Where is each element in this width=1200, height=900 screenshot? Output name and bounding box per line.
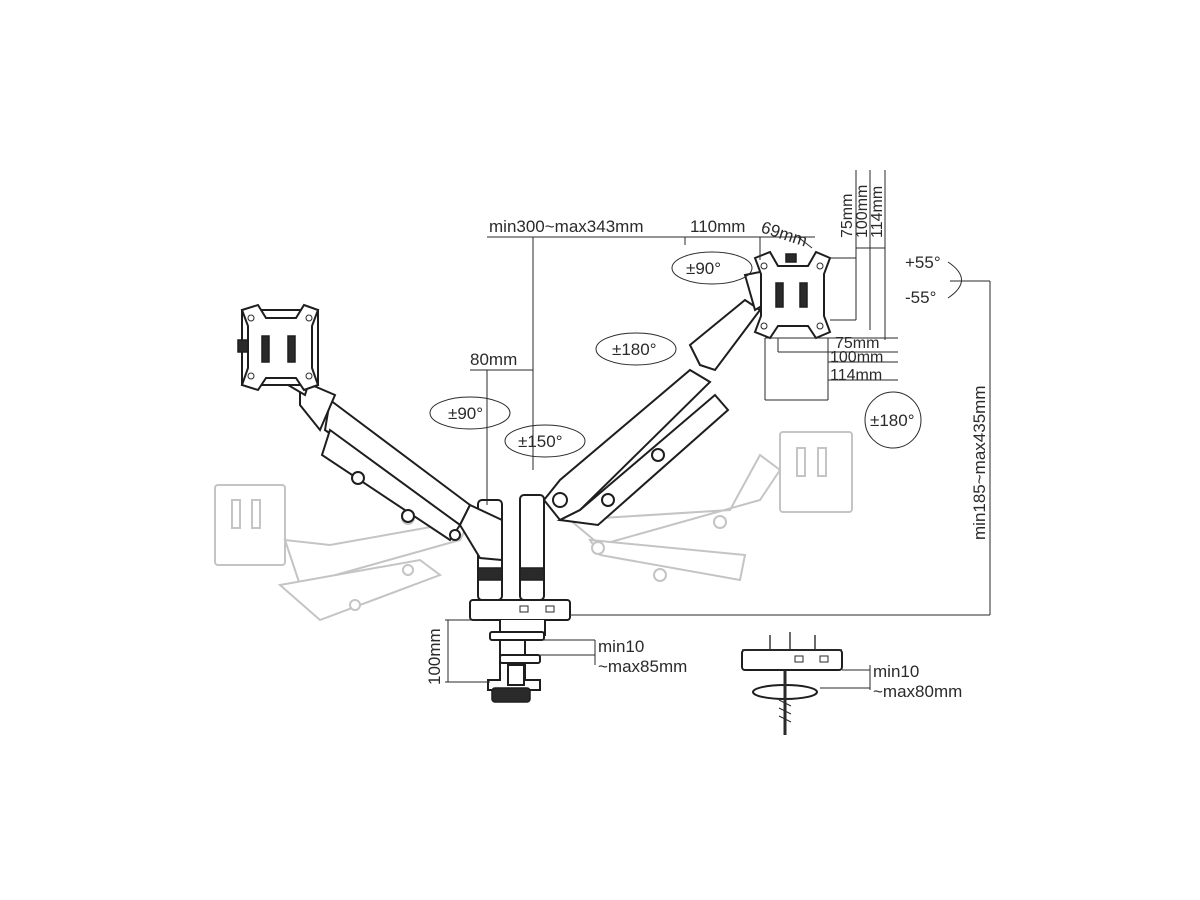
vesa-h-100-label: 100mm [830,349,883,366]
rotate-arc-icon [671,251,753,285]
head-offset-label: 69mm [759,218,810,251]
vesa-v-100-label: 100mm [854,185,871,238]
vesa-v-114-label: 114mm [869,186,886,238]
swivel-head-label: ±90° [686,259,721,278]
dimension-lines [445,170,991,690]
vesa-h-114-label: 114mm [830,367,882,384]
grommet-mount [741,632,843,735]
left-arm [286,358,503,562]
right-pole [519,494,545,601]
rotate-screen-label: ±180° [870,411,915,430]
clamp-min-label: min10 [598,637,644,656]
reach-label: min300~max343mm [489,217,644,236]
tilt-up-label: +55° [905,253,941,272]
pole-offset-label: 80mm [470,350,517,369]
rotate-arc-icon [504,424,586,458]
swivel-base-label: ±150° [518,432,563,451]
vesa-v-75-label: 75mm [839,194,856,238]
right-vesa-plate [753,250,832,340]
clamp-height-label: 100mm [425,628,444,685]
rotate-arc-icon [429,396,511,430]
rotate-arc-icon [595,332,677,366]
left-vesa-plate [237,303,320,392]
grommet-max-label: ~max80mm [873,682,962,701]
vesa-offset-label: 110mm [690,217,745,236]
clamp-max-label: ~max85mm [598,657,687,676]
vesa-h-75-label: 75mm [835,335,879,352]
rotation-arcs [429,251,962,458]
tilt-arc-icon [947,261,962,299]
desk-clamp [478,619,546,703]
rotate-circle-icon [864,391,922,449]
tilt-down-label: -55° [905,288,936,307]
ghost-right-arm [567,431,853,582]
grommet-min-label: min10 [873,662,919,681]
swivel-arm-right-label: ±180° [612,340,657,359]
height-range-label: min185~max435mm [970,386,989,541]
swivel-arm-left-label: ±90° [448,404,483,423]
